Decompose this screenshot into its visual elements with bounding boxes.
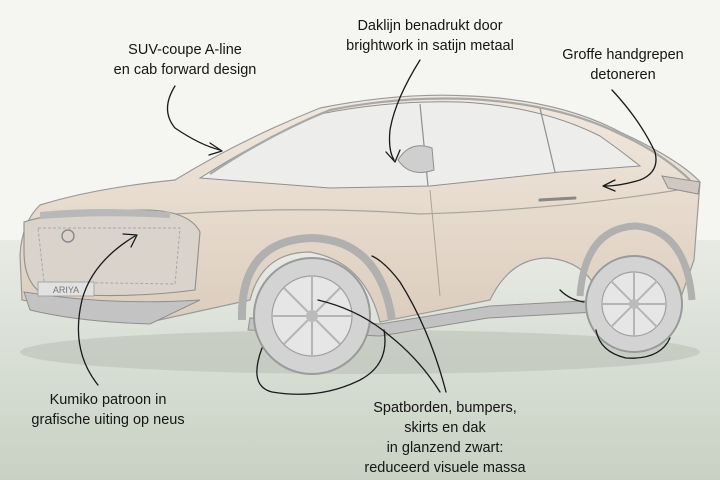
callout-aline-line <box>166 85 221 151</box>
headlight-bar <box>40 209 170 219</box>
callout-kumiko-line <box>77 235 136 386</box>
roof-brightwork <box>209 97 691 181</box>
window-pillar-rear <box>539 107 556 173</box>
callout-aline-arrow <box>208 142 223 156</box>
front-wheel <box>253 257 371 375</box>
callout-lines <box>77 59 671 395</box>
annotation-black-parts: Spatborden, bumpers, skirts en dak in gl… <box>345 398 545 478</box>
annotation-handles-text-1: Groffe handgrepen <box>562 47 684 63</box>
annotation-black-parts-text-3: in glanzend zwart: <box>386 440 504 456</box>
annotation-a-line: SUV-coupe A-line en cab forward design <box>95 40 275 80</box>
callout-handles-arrow <box>602 179 616 192</box>
kumiko-grille <box>37 227 181 285</box>
callout-black-line-wheel <box>317 299 441 393</box>
annotation-kumiko: Kumiko patroon in grafische uiting op ne… <box>18 390 198 430</box>
annotation-handles: Groffe handgrepen detoneren <box>548 45 698 85</box>
callout-roof-line <box>388 59 421 161</box>
callout-black-loop-front <box>256 329 386 395</box>
callout-black-hook <box>559 289 585 303</box>
annotation-a-line-text-2: en cab forward design <box>113 62 257 78</box>
nissan-logo <box>61 229 75 243</box>
callout-handles-line <box>604 89 657 187</box>
annotation-a-line-text-1: SUV-coupe A-line <box>128 42 242 58</box>
annotation-black-parts-text-2: skirts en dak <box>404 420 486 436</box>
license-plate-text: ARIYA <box>53 285 79 295</box>
annotation-kumiko-text-2: grafische uiting op neus <box>31 412 185 428</box>
rear-wheel <box>585 255 683 353</box>
annotation-handles-text-2: detoneren <box>590 67 656 83</box>
callout-black-loop-rear <box>595 329 671 359</box>
license-plate <box>37 281 95 297</box>
rear-light <box>661 175 701 195</box>
annotation-roofline: Daklijn benadrukt door brightwork in sat… <box>320 16 540 56</box>
door-line <box>429 189 441 297</box>
callout-kumiko-arrow <box>122 233 138 248</box>
callout-roof-arrow <box>385 149 401 163</box>
front-bumper <box>23 291 201 325</box>
annotation-kumiko-text-1: Kumiko patroon in <box>49 392 167 408</box>
car-ground-shadow <box>20 330 700 374</box>
annotation-black-parts-text-4: reduceerd visuele massa <box>364 460 526 476</box>
door-handle <box>538 196 577 202</box>
callout-black-line-skirt <box>371 255 447 393</box>
side-mirror <box>397 145 435 173</box>
front-wheel-arch <box>237 233 396 321</box>
rear-wheel-arch <box>576 222 696 301</box>
annotation-roofline-text-1: Daklijn benadrukt door <box>357 18 503 34</box>
annotation-roofline-text-2: brightwork in satijn metaal <box>346 38 514 54</box>
shoulder-line <box>159 187 691 216</box>
annotation-black-parts-text-1: Spatborden, bumpers, <box>373 400 517 416</box>
